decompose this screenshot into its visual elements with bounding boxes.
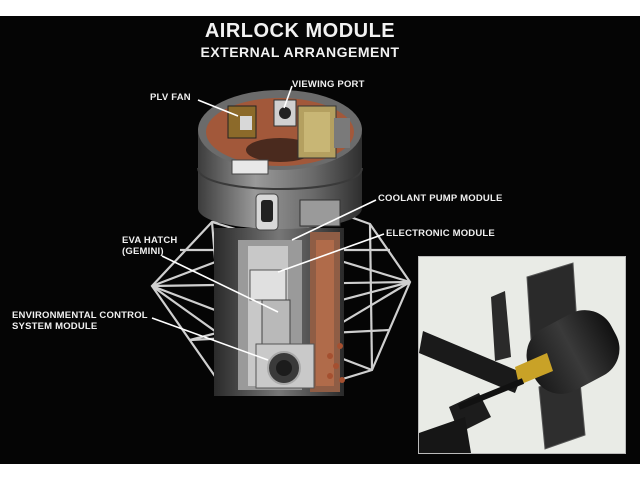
leader-electronic-module	[277, 233, 385, 273]
leader-plv-fan	[197, 99, 239, 117]
ecs-module-shape	[255, 343, 345, 389]
leader-eva-hatch	[161, 255, 279, 313]
label-plv-fan: PLV FAN	[150, 92, 191, 103]
gold-ring	[515, 353, 553, 385]
label-viewing-port: VIEWING PORT	[292, 79, 365, 90]
top-border	[0, 0, 640, 16]
cylinder-body	[526, 310, 620, 394]
label-ecs-module: ENVIRONMENTAL CONTROL SYSTEM MODULE	[12, 310, 148, 332]
bottom-border	[0, 464, 640, 480]
interior-cutaway	[198, 90, 362, 175]
mast	[491, 291, 511, 361]
leader-viewing-port	[283, 85, 293, 109]
leader-coolant-pump	[291, 199, 377, 241]
label-coolant-pump: COOLANT PUMP MODULE	[378, 193, 503, 204]
diagram-subtitle: EXTERNAL ARRANGEMENT	[200, 44, 400, 60]
boom-arm	[419, 331, 523, 393]
truss-strut	[368, 223, 374, 371]
leader-ecs-module	[151, 317, 269, 361]
diagram-title: AIRLOCK MODULE	[204, 20, 396, 42]
spacecraft-photo	[419, 262, 620, 453]
label-electronic-module: ELECTRONIC MODULE	[386, 228, 495, 239]
photo-inset	[418, 256, 626, 454]
label-eva-hatch: EVA HATCH (GEMINI)	[122, 235, 178, 257]
leader-lines	[151, 85, 385, 361]
